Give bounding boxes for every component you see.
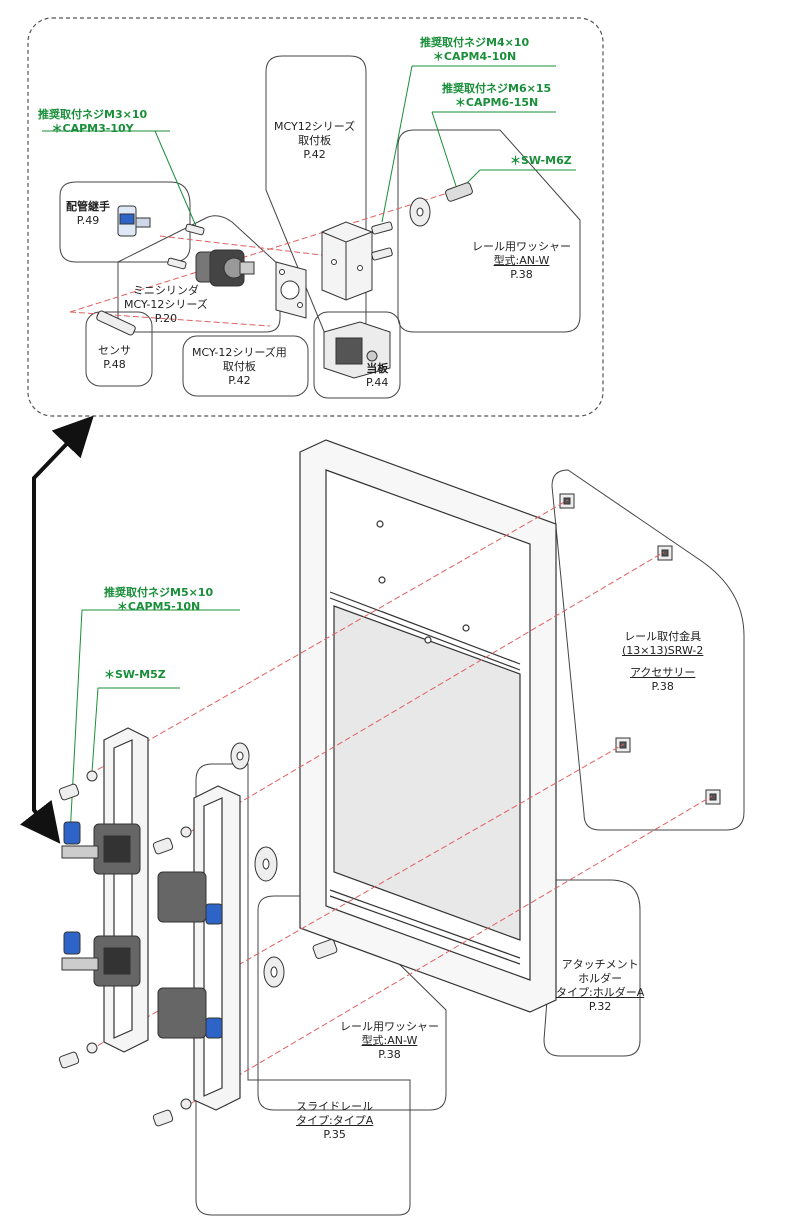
label-sw-m5z: ＊SW-M5Z: [104, 668, 166, 681]
label-screw-m5: 推奨取付ネジM5×10＊CAPM5-10N: [104, 586, 214, 613]
bubble-rail-washer-top: [397, 129, 581, 333]
bubble-sensor: [85, 311, 153, 387]
bubble-rail-bracket: [551, 469, 745, 831]
bubble-pipe-fitting: [59, 181, 191, 263]
label-sw-m6z: ＊SW-M6Z: [510, 154, 572, 167]
bubble-attachment-holder: [543, 879, 641, 1057]
label-screw-m6: 推奨取付ネジM6×15＊CAPM6-15N: [442, 82, 552, 109]
bubble-rail-washer-bottom: [257, 895, 447, 1111]
bubble-mcy12-plate: [182, 335, 309, 397]
label-screw-m3: 推奨取付ネジM3×10＊CAPM3-10Y: [38, 108, 148, 135]
label-screw-m4: 推奨取付ネジM4×10＊CAPM4-10N: [420, 36, 530, 63]
bubble-slide-rail: [195, 763, 411, 1216]
bubble-backing-plate: [313, 311, 401, 399]
